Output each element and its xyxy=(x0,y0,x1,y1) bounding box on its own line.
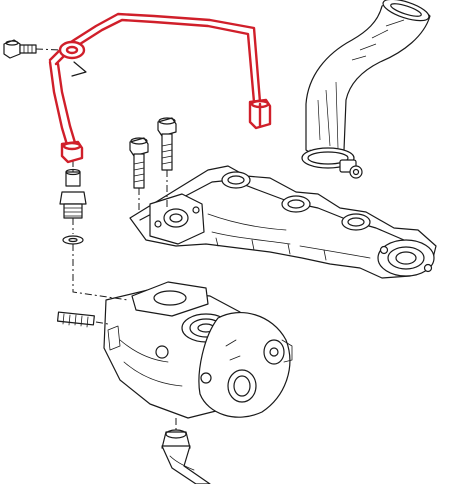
hose-clamp xyxy=(301,147,363,179)
sealing-washer xyxy=(62,235,129,301)
stud xyxy=(56,311,109,328)
air-hose xyxy=(305,0,431,156)
oil-return-pipe xyxy=(161,445,211,484)
oil-feed-pipe xyxy=(48,12,262,150)
banjo-bolt xyxy=(3,39,61,59)
union-adapter xyxy=(59,160,87,234)
exhaust-manifold xyxy=(129,165,437,279)
turbocharger xyxy=(103,281,293,449)
manifold-bolts xyxy=(129,117,177,212)
pipe-union-nut xyxy=(60,98,272,164)
